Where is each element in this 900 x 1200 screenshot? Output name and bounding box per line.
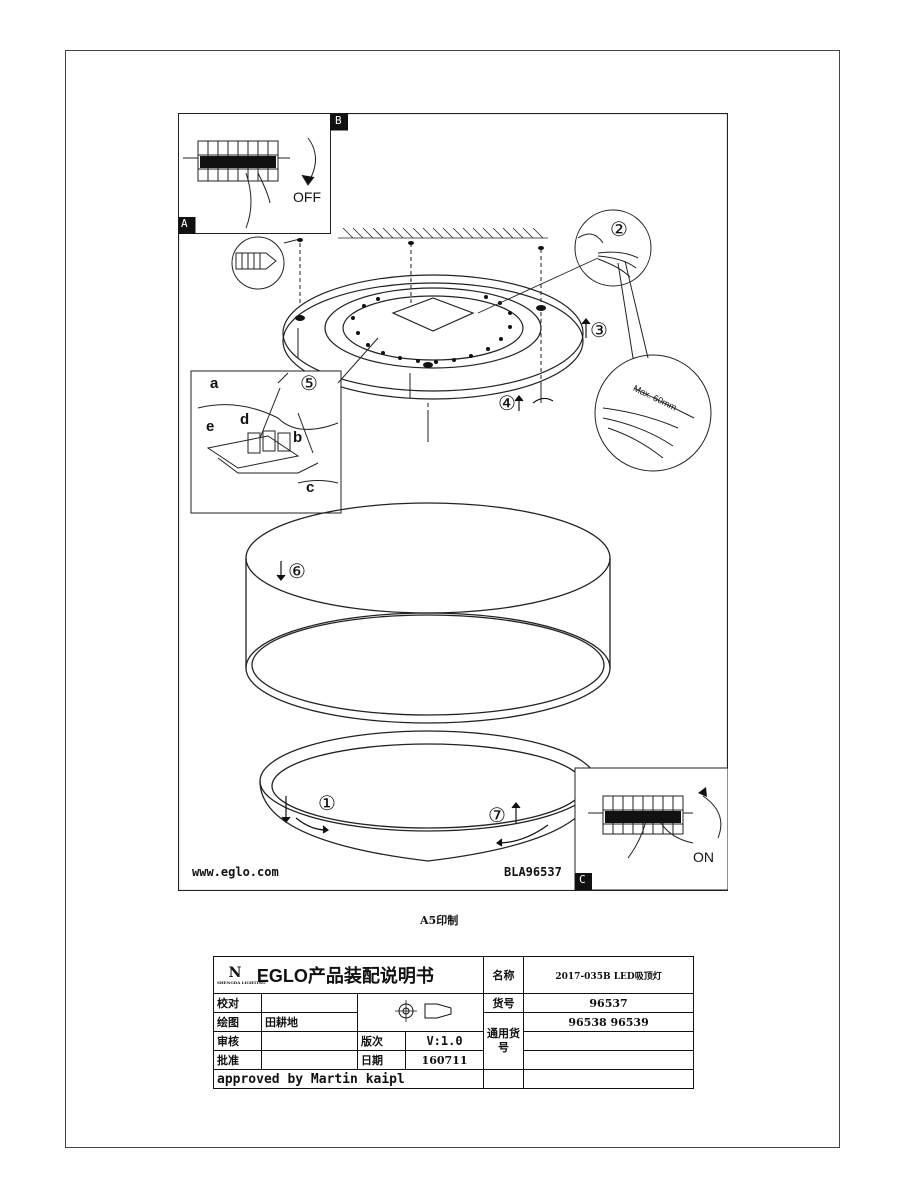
projection-symbol <box>356 993 485 1032</box>
sheet-border <box>65 50 840 1148</box>
projection-icon <box>394 1000 452 1022</box>
approve-value <box>261 1050 358 1070</box>
item-value: 96537 <box>523 993 695 1013</box>
draw-value: 田耕地 <box>261 1012 358 1032</box>
off-label: OFF <box>293 189 321 205</box>
date-label: 日期 <box>357 1050 406 1070</box>
general-value-3 <box>523 1050 695 1070</box>
name-label: 名称 <box>483 956 525 994</box>
doc-code-label: BLA96537 <box>504 865 562 879</box>
terminal-detail-panel <box>190 337 379 514</box>
step-3-label: ③ <box>590 320 608 342</box>
general-value: 96538 96539 <box>523 1012 695 1032</box>
review-label: 审核 <box>213 1031 262 1051</box>
step-2-label: ② <box>610 219 628 241</box>
step-6-label: ⑥ <box>288 561 306 583</box>
name-value: 2017-035B LED吸顶灯 <box>523 956 695 994</box>
assembly-drawing: A B C OFF ON Max. 60mm ② ③ ④ ⑤ ⑥ ① ⑦ a b… <box>178 113 728 891</box>
review-value <box>261 1031 358 1051</box>
version-value: V:1.0 <box>404 1031 485 1051</box>
print-format-note: A5印制 <box>420 914 459 927</box>
panel-switch-off <box>178 113 348 234</box>
website-label: www.eglo.com <box>192 865 279 879</box>
diffuser-shade <box>259 730 597 862</box>
step-7-label: ⑦ <box>488 805 506 827</box>
approved-by: approved by Martin kaipl <box>212 1069 485 1089</box>
draw-label: 绘图 <box>213 1012 262 1032</box>
step-4-label: ④ <box>498 393 516 415</box>
footer-empty-2 <box>523 1069 695 1089</box>
approve-label: 批准 <box>213 1050 262 1070</box>
panel-b-label: B <box>335 114 342 127</box>
on-label: ON <box>693 849 714 865</box>
general-value-2 <box>523 1031 695 1051</box>
step-1-label: ① <box>318 793 336 815</box>
panel-c-label: C <box>579 873 586 886</box>
brand-title: EGLO产品装配说明书 <box>256 966 434 986</box>
item-label: 货号 <box>483 993 525 1013</box>
version-label: 版次 <box>357 1031 406 1051</box>
step-5-label: ⑤ <box>300 373 318 395</box>
logo: N SHENGDA LIGHTING <box>217 964 266 985</box>
wire-b-label: b <box>293 429 303 446</box>
title-block: N SHENGDA LIGHTING EGLO产品装配说明书 名称 2017-0… <box>212 956 695 1089</box>
assembly-illustration <box>178 113 728 891</box>
wire-a-label: a <box>210 375 219 392</box>
diffuser-ring <box>245 502 611 724</box>
logo-text: SHENGDA LIGHTING <box>217 979 266 985</box>
general-label: 通用货号 <box>483 1012 525 1070</box>
wire-d-label: d <box>240 411 250 428</box>
panel-switch-on <box>574 767 728 891</box>
date-value: 160711 <box>404 1050 485 1070</box>
dowel-detail <box>231 236 301 290</box>
wire-c-label: c <box>306 479 315 496</box>
wire-e-label: e <box>206 418 215 435</box>
wire-detail-strip <box>594 260 712 472</box>
check-label: 校对 <box>213 993 262 1013</box>
brand-cell: N SHENGDA LIGHTING EGLO产品装配说明书 <box>212 956 485 994</box>
footer-empty-1 <box>483 1069 525 1089</box>
panel-a-label: A <box>181 217 188 230</box>
logo-mark: N <box>228 964 242 981</box>
base-plate <box>282 274 584 400</box>
check-value <box>261 993 358 1013</box>
